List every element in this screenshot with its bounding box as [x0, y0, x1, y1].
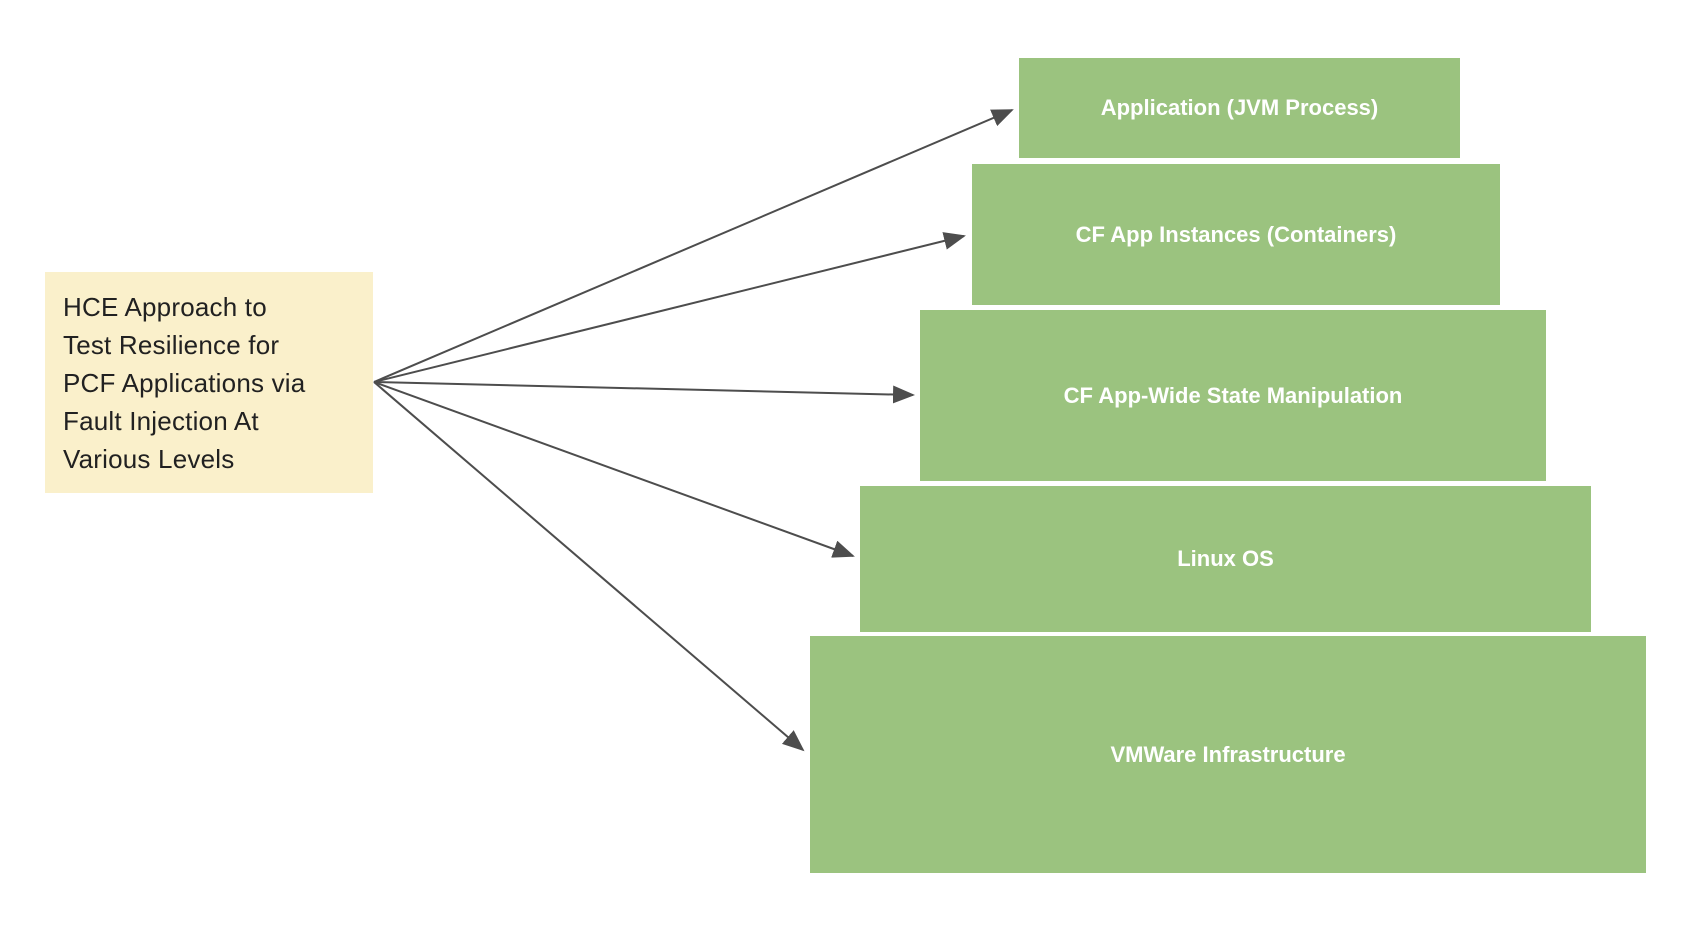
- level-box-cf-app-instances: CF App Instances (Containers): [972, 164, 1500, 305]
- arrow-to-linux-os: [373, 381, 855, 558]
- level-box-vmware-infrastructure: VMWare Infrastructure: [810, 636, 1646, 873]
- level-box-application-jvm-process: Application (JVM Process): [1019, 58, 1460, 158]
- source-note-text: HCE Approach to Test Resilience for PCF …: [63, 291, 306, 474]
- arrow-to-cf-app-wide-state-manipulation: [373, 381, 915, 404]
- source-note-box: HCE Approach to Test Resilience for PCF …: [45, 272, 373, 493]
- arrow-to-cf-app-instances: [373, 232, 966, 383]
- level-box-linux-os: Linux OS: [860, 486, 1591, 632]
- arrow-to-vmware-infrastructure: [373, 381, 805, 752]
- arrow-to-application-jvm-process: [373, 109, 1014, 383]
- level-box-cf-app-wide-state-manipulation: CF App-Wide State Manipulation: [920, 310, 1546, 481]
